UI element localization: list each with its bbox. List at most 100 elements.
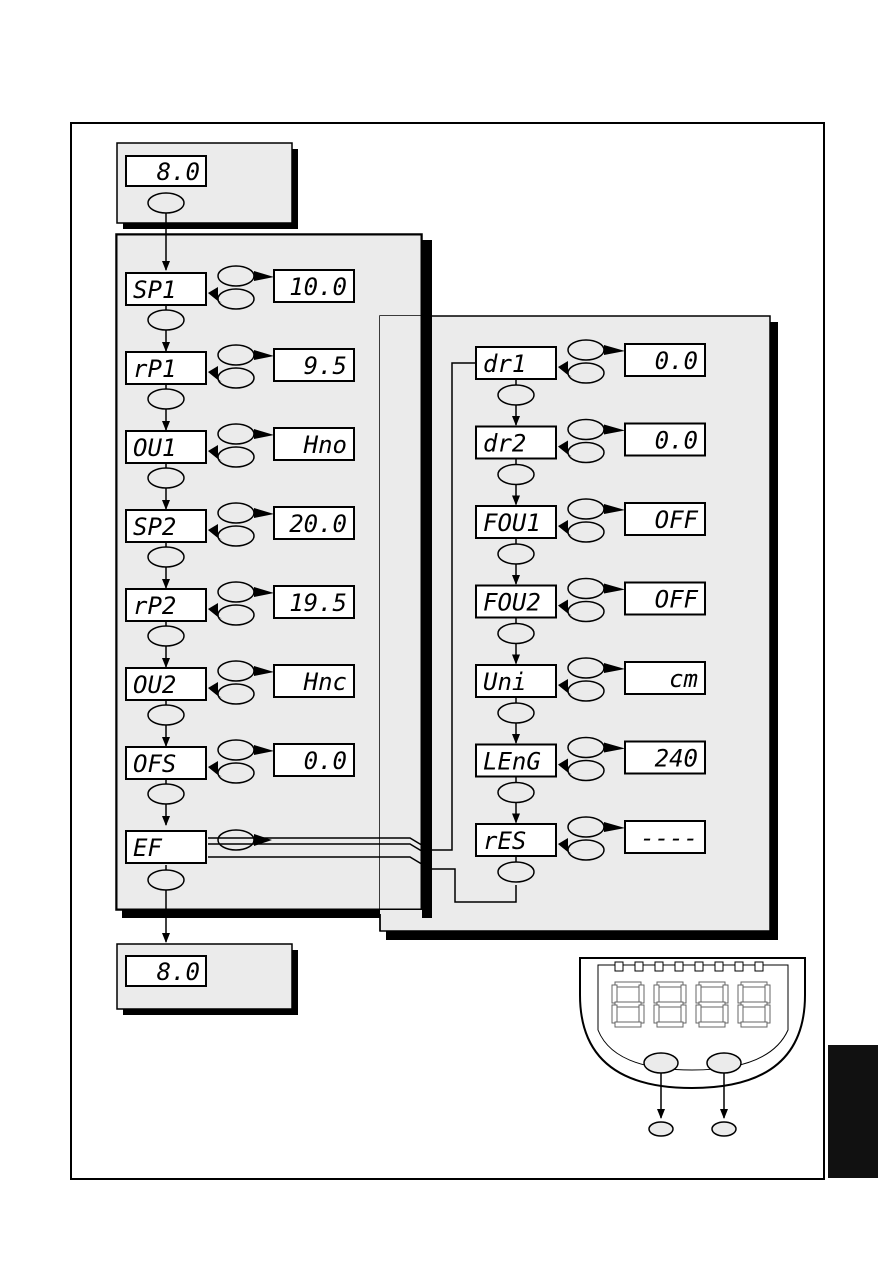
set-button-up[interactable] <box>217 265 255 287</box>
mode-button[interactable] <box>147 625 185 647</box>
arrow-to-parameter <box>208 603 218 617</box>
parameter-display[interactable] <box>125 272 207 306</box>
parameter-display[interactable] <box>125 746 207 780</box>
set-button-up[interactable] <box>217 739 255 761</box>
set-button-down[interactable] <box>217 446 255 468</box>
set-button-up[interactable] <box>217 581 255 603</box>
set-button-up[interactable] <box>567 736 605 759</box>
mode-button[interactable] <box>497 781 535 804</box>
arrow-to-parameter <box>208 682 218 696</box>
parameter-display[interactable] <box>475 823 557 857</box>
parameter-value: 0.0 <box>655 347 698 375</box>
ef-entry-line <box>208 362 476 851</box>
value-display <box>624 740 706 775</box>
parameter-display[interactable] <box>475 743 557 778</box>
parameter-name: FOU1 <box>483 509 541 537</box>
set-button-down[interactable] <box>567 759 605 782</box>
set-button-down[interactable] <box>567 600 605 623</box>
set-button-down[interactable] <box>567 839 605 861</box>
set-button-down[interactable] <box>217 367 255 389</box>
mode-button[interactable] <box>497 384 535 406</box>
arrow-to-value <box>254 745 274 755</box>
set-button-up[interactable] <box>567 816 605 838</box>
end-panel: 8.0 <box>116 943 298 1015</box>
start-display <box>125 155 207 187</box>
set-button-up[interactable] <box>567 418 605 441</box>
parameter-display[interactable] <box>125 667 207 701</box>
parameter-name: dr1 <box>483 350 526 378</box>
set-button-down[interactable] <box>567 441 605 464</box>
mode-button[interactable] <box>147 388 185 410</box>
set-button-down[interactable] <box>217 762 255 784</box>
parameter-display[interactable] <box>125 430 207 464</box>
arrow-to-value <box>254 508 274 518</box>
value-display <box>273 664 355 698</box>
set-button-down[interactable] <box>217 288 255 310</box>
end-display <box>125 955 207 987</box>
parameter-value: 240 <box>655 745 698 773</box>
set-button-up[interactable] <box>567 577 605 600</box>
arrow-to-parameter <box>558 520 568 534</box>
parameter-display[interactable] <box>475 425 557 460</box>
arrow-to-value <box>604 583 625 594</box>
set-button-down[interactable] <box>567 521 605 543</box>
ef-set-button[interactable] <box>217 829 255 851</box>
set-button-legend <box>711 1121 737 1137</box>
mode-button[interactable] <box>147 467 185 489</box>
set-button-down[interactable] <box>567 680 605 702</box>
mode-button[interactable] <box>497 622 535 645</box>
led-indicators <box>614 961 764 972</box>
device-mode-button[interactable] <box>643 1052 679 1074</box>
value-display <box>624 661 706 695</box>
parameter-value: OFF <box>655 506 699 534</box>
value-display <box>624 581 706 616</box>
parameter-value: 9.5 <box>304 352 347 380</box>
mode-button[interactable] <box>497 861 535 883</box>
mode-button[interactable] <box>147 783 185 805</box>
set-button-up[interactable] <box>217 423 255 445</box>
set-button-down[interactable] <box>217 604 255 626</box>
parameter-name: SP2 <box>133 513 176 541</box>
parameter-value: cm <box>669 665 698 693</box>
device-set-button[interactable] <box>706 1052 742 1074</box>
mode-button[interactable] <box>147 309 185 331</box>
end-display-value: 8.0 <box>157 958 200 986</box>
value-display <box>273 506 355 540</box>
mode-button[interactable] <box>497 702 535 724</box>
set-button-up[interactable] <box>567 339 605 361</box>
set-button-down[interactable] <box>217 683 255 705</box>
ef-display[interactable] <box>125 830 207 864</box>
set-button-up[interactable] <box>567 657 605 679</box>
arrow-to-value <box>604 742 625 753</box>
arrow-to-parameter <box>208 287 218 301</box>
parameter-display[interactable] <box>125 588 207 622</box>
parameter-name: rES <box>483 827 526 855</box>
value-display <box>624 343 706 377</box>
set-button-up[interactable] <box>217 502 255 524</box>
side-tab <box>828 1045 878 1178</box>
arrow-to-value <box>604 345 625 355</box>
arrow-to-parameter <box>208 761 218 775</box>
mode-button[interactable] <box>497 543 535 565</box>
set-button-down[interactable] <box>567 362 605 384</box>
arrow-to-value <box>604 663 625 673</box>
arrow-to-value <box>254 350 274 360</box>
mode-button[interactable] <box>147 704 185 726</box>
mode-button[interactable] <box>497 463 535 486</box>
arrow-to-value <box>604 822 625 832</box>
parameter-name: SP1 <box>133 276 176 304</box>
mode-button[interactable] <box>147 546 185 568</box>
set-button-up[interactable] <box>217 660 255 682</box>
mode-button[interactable] <box>147 192 185 214</box>
parameter-name: OFS <box>133 750 176 778</box>
set-button-down[interactable] <box>217 525 255 547</box>
ef-mode-button[interactable] <box>147 869 185 891</box>
set-button-up[interactable] <box>217 344 255 366</box>
set-button-up[interactable] <box>567 498 605 520</box>
parameter-display[interactable] <box>125 509 207 543</box>
parameter-display[interactable] <box>475 584 557 619</box>
parameter-display[interactable] <box>125 351 207 385</box>
